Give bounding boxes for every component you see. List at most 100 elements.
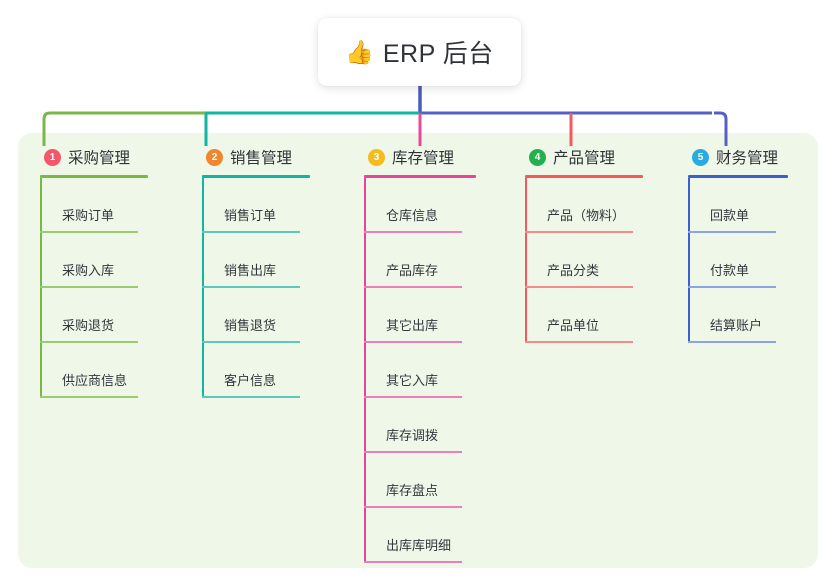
category-items: 回款单付款单结算账户 [688, 178, 788, 343]
category-header-5[interactable]: 5 财务管理 [688, 145, 788, 169]
leaf-item-underline [364, 451, 462, 453]
leaf-item[interactable]: 销售退货 [202, 288, 310, 343]
category-underline [202, 175, 310, 178]
leaf-item-label: 采购入库 [62, 263, 115, 278]
leaf-item[interactable]: 其它入库 [364, 343, 476, 398]
diagram-panel [18, 133, 818, 568]
leaf-item-label: 付款单 [710, 263, 750, 278]
leaf-item[interactable]: 产品库存 [364, 233, 476, 288]
category-header-3[interactable]: 3 库存管理 [364, 145, 476, 169]
leaf-item-label: 供应商信息 [62, 373, 128, 388]
leaf-item-underline [40, 286, 138, 288]
leaf-item[interactable]: 结算账户 [688, 288, 788, 343]
category-items: 销售订单销售出库销售退货客户信息 [202, 178, 310, 398]
category-underline [364, 175, 476, 178]
category-title: 库存管理 [392, 150, 455, 167]
leaf-item-underline [202, 286, 300, 288]
leaf-item-label: 出库库明细 [386, 538, 452, 553]
leaf-item[interactable]: 产品（物料） [525, 178, 643, 233]
category-underline [40, 175, 148, 178]
leaf-item[interactable]: 产品分类 [525, 233, 643, 288]
category-title: 财务管理 [716, 150, 779, 167]
leaf-item-label: 库存盘点 [386, 483, 439, 498]
leaf-item-label: 采购订单 [62, 208, 115, 223]
category-badge-3: 3 [368, 148, 385, 166]
leaf-item[interactable]: 供应商信息 [40, 343, 148, 398]
leaf-item-underline [364, 561, 462, 563]
category-spine [40, 178, 42, 398]
category-column-3: 3 库存管理仓库信息产品库存其它出库其它入库库存调拨库存盘点出库库明细 [364, 145, 476, 563]
root-node-card[interactable]: 👍 ERP 后台 [318, 18, 521, 86]
category-title: 采购管理 [68, 150, 131, 167]
category-spine [202, 178, 204, 398]
leaf-item[interactable]: 库存盘点 [364, 453, 476, 508]
leaf-item-underline [202, 341, 300, 343]
leaf-item-underline [364, 396, 462, 398]
leaf-item[interactable]: 销售订单 [202, 178, 310, 233]
leaf-item[interactable]: 回款单 [688, 178, 788, 233]
category-items: 采购订单采购入库采购退货供应商信息 [40, 178, 148, 398]
category-header-1[interactable]: 1 采购管理 [40, 145, 148, 169]
leaf-item[interactable]: 付款单 [688, 233, 788, 288]
leaf-item-underline [40, 341, 138, 343]
leaf-item-label: 销售退货 [224, 318, 277, 333]
leaf-item-label: 采购退货 [62, 318, 115, 333]
category-column-5: 5 财务管理回款单付款单结算账户 [688, 145, 788, 343]
leaf-item[interactable]: 出库库明细 [364, 508, 476, 563]
category-column-2: 2 销售管理销售订单销售出库销售退货客户信息 [202, 145, 310, 398]
category-column-1: 1 采购管理采购订单采购入库采购退货供应商信息 [40, 145, 148, 398]
leaf-item-label: 产品库存 [386, 263, 439, 278]
leaf-item-underline [525, 286, 633, 288]
leaf-item[interactable]: 库存调拨 [364, 398, 476, 453]
leaf-item-underline [40, 396, 138, 398]
leaf-item-label: 回款单 [710, 208, 750, 223]
leaf-item-label: 库存调拨 [386, 428, 439, 443]
leaf-item[interactable]: 产品单位 [525, 288, 643, 343]
category-header-2[interactable]: 2 销售管理 [202, 145, 310, 169]
thumbs-up-icon: 👍 [345, 38, 374, 65]
category-spine [364, 178, 366, 563]
leaf-item-underline [202, 231, 300, 233]
leaf-item-label: 其它入库 [386, 373, 439, 388]
category-badge-1: 1 [44, 148, 61, 166]
leaf-item[interactable]: 其它出库 [364, 288, 476, 343]
category-spine [688, 178, 690, 343]
leaf-item-underline [688, 286, 776, 288]
leaf-item-label: 产品分类 [547, 263, 600, 278]
leaf-item[interactable]: 仓库信息 [364, 178, 476, 233]
leaf-item[interactable]: 客户信息 [202, 343, 310, 398]
leaf-item-label: 销售订单 [224, 208, 277, 223]
leaf-item-underline [688, 231, 776, 233]
leaf-item-underline [364, 506, 462, 508]
leaf-item-label: 结算账户 [710, 318, 763, 333]
leaf-item-underline [202, 396, 300, 398]
leaf-item[interactable]: 采购入库 [40, 233, 148, 288]
leaf-item-label: 产品（物料） [547, 208, 626, 223]
leaf-item-underline [525, 231, 633, 233]
leaf-item-underline [364, 286, 462, 288]
category-badge-2: 2 [206, 148, 223, 166]
leaf-item-underline [525, 341, 633, 343]
leaf-item-underline [364, 341, 462, 343]
leaf-item-label: 仓库信息 [386, 208, 439, 223]
leaf-item-label: 产品单位 [547, 318, 600, 333]
leaf-item-label: 客户信息 [224, 373, 277, 388]
root-node-title: ERP 后台 [382, 40, 494, 68]
leaf-item-label: 销售出库 [224, 263, 277, 278]
category-title: 销售管理 [230, 150, 293, 167]
category-underline [688, 175, 788, 178]
category-items: 产品（物料） 产品分类产品单位 [525, 178, 643, 343]
root-node-content: 👍 ERP 后台 [345, 34, 494, 70]
leaf-item[interactable]: 采购订单 [40, 178, 148, 233]
category-badge-5: 5 [692, 148, 709, 166]
category-underline [525, 175, 643, 178]
leaf-item[interactable]: 采购退货 [40, 288, 148, 343]
leaf-item-underline [364, 231, 462, 233]
leaf-item-underline [40, 231, 138, 233]
category-items: 仓库信息产品库存其它出库其它入库库存调拨库存盘点出库库明细 [364, 178, 476, 563]
leaf-item[interactable]: 销售出库 [202, 233, 310, 288]
leaf-item-label: 其它出库 [386, 318, 439, 333]
